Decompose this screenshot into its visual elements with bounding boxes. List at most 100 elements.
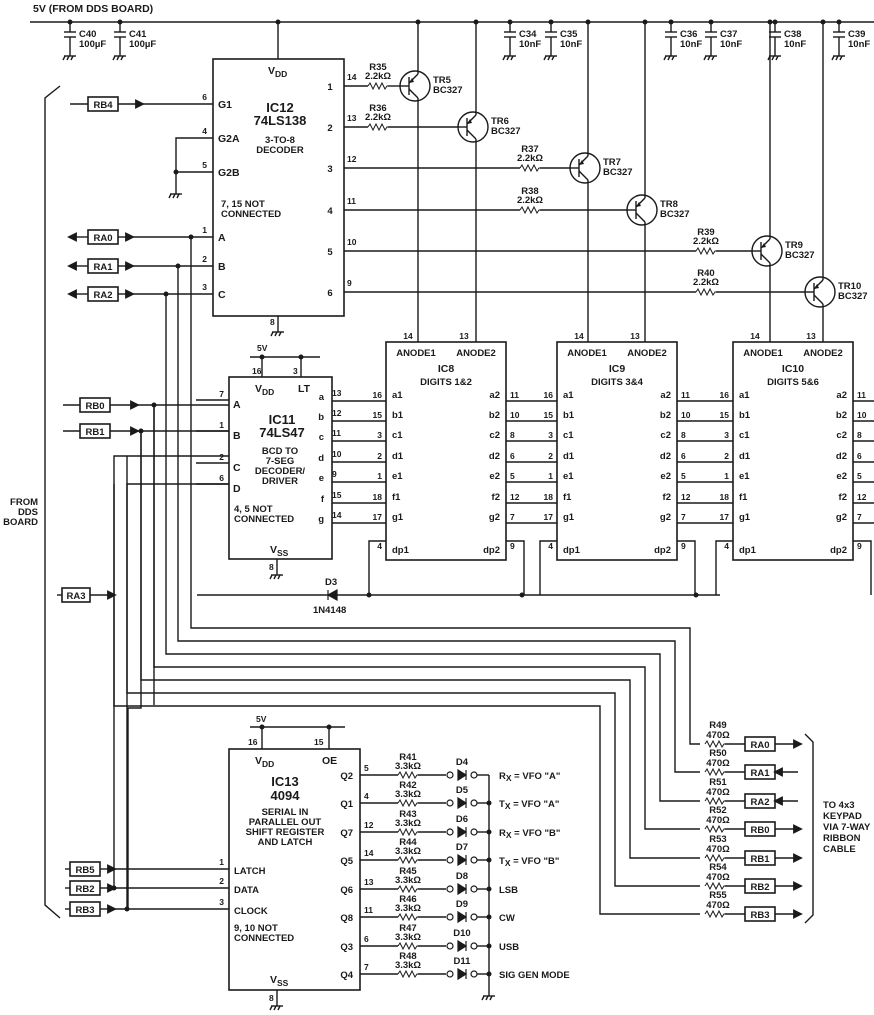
pin-number: 3 xyxy=(202,282,207,292)
led-function: SIG GEN MODE xyxy=(499,970,570,981)
transistor-part: BC327 xyxy=(838,291,868,302)
output-name: Q8 xyxy=(340,913,353,924)
emitter-arrow xyxy=(579,160,584,165)
output-name: Q2 xyxy=(340,771,353,782)
pin-name: DATA xyxy=(234,885,259,896)
led-terminal xyxy=(446,828,454,836)
resistor-ref: R41 xyxy=(399,752,417,763)
display-body xyxy=(732,341,854,561)
svg-text:IC11: IC11 xyxy=(269,412,296,427)
pin-number: 7 xyxy=(681,512,686,522)
output-name: Q3 xyxy=(340,942,353,953)
pin-number: 8 xyxy=(857,430,862,440)
svg-text:D3: D3 xyxy=(325,577,337,588)
pin-name: G2B xyxy=(218,167,240,179)
junction-dot xyxy=(642,19,648,25)
pin-number: 8 xyxy=(510,430,515,440)
transistor-part: BC327 xyxy=(433,85,463,96)
wire xyxy=(113,455,229,700)
transistor-ref: TR7 xyxy=(603,157,621,168)
resistor-ref: R42 xyxy=(399,780,416,791)
svg-text:DECODER: DECODER xyxy=(256,145,304,156)
resistor-value: 3.3kΩ xyxy=(395,789,421,800)
pin-number: 3 xyxy=(548,430,553,440)
resistor-ref: R38 xyxy=(521,186,538,197)
pin-number: 9 xyxy=(681,541,686,551)
segment-pin: f2 xyxy=(492,492,500,503)
resistor-ref: R51 xyxy=(709,777,727,788)
decoupling-capacitors: C40100µFC41100µFC3410nFC3510nFC3610nFC37… xyxy=(62,19,870,61)
led-terminal xyxy=(446,771,454,779)
capacitor-ref: C35 xyxy=(560,29,578,40)
led-icon xyxy=(457,853,468,867)
pin-number: 14 xyxy=(364,848,374,858)
led-ref: D4 xyxy=(456,757,469,768)
resistor-value: 470Ω xyxy=(706,787,730,798)
port-label: RB1 xyxy=(85,427,105,438)
segment-pin: e2 xyxy=(489,471,500,482)
pin-number: 17 xyxy=(373,512,383,522)
resistor-icon xyxy=(519,164,541,172)
pin-number: 16 xyxy=(373,390,383,400)
svg-text:SERIAL IN: SERIAL IN xyxy=(262,807,309,818)
segment-name: g xyxy=(318,514,324,525)
resistor-ref: R54 xyxy=(709,862,727,873)
pin-number: 6 xyxy=(510,451,515,461)
port-label: RB3 xyxy=(75,905,94,916)
collector xyxy=(813,294,824,305)
capacitor-ref: C41 xyxy=(129,29,147,40)
dp1-wire xyxy=(539,540,557,595)
pin-number: 4 xyxy=(364,791,369,801)
emitter-arrow xyxy=(409,78,414,83)
supply-title: 5V (FROM DDS BOARD) xyxy=(33,3,153,15)
svg-text:RA3: RA3 xyxy=(66,591,85,602)
resistor-icon xyxy=(367,123,389,131)
pin-number: 13 xyxy=(364,877,374,887)
segment-pin: b1 xyxy=(563,410,575,421)
resistor-icon xyxy=(704,768,726,776)
pin-number: 5 xyxy=(857,471,862,481)
resistor-value: 3.3kΩ xyxy=(395,932,421,943)
pin-number: 17 xyxy=(720,512,730,522)
led-icon xyxy=(457,796,468,810)
pin-name: B xyxy=(233,430,241,442)
ground-icon xyxy=(481,989,496,1001)
capacitor-ref: C34 xyxy=(519,29,537,40)
svg-text:16: 16 xyxy=(252,366,262,376)
resistor-ref: R36 xyxy=(369,103,386,114)
pin-number: 12 xyxy=(681,492,691,502)
svg-text:OE: OE xyxy=(322,755,337,767)
svg-text:PARALLEL OUT: PARALLEL OUT xyxy=(249,817,322,828)
transistor-part: BC327 xyxy=(785,250,815,261)
display-ref: IC9 xyxy=(609,363,626,375)
pin-name: G1 xyxy=(218,99,232,111)
segment-pin: dp1 xyxy=(739,545,757,556)
pin-number: 6 xyxy=(364,934,369,944)
segment-pin: c1 xyxy=(563,430,574,441)
segment-pin: e1 xyxy=(392,471,403,482)
resistor-icon xyxy=(397,913,419,921)
pin-name: B xyxy=(218,261,226,273)
resistor-value: 470Ω xyxy=(706,844,730,855)
resistor-ref: R43 xyxy=(399,809,416,820)
pin-number: 13 xyxy=(459,331,469,341)
pin-number: 3 xyxy=(219,897,224,907)
resistor-icon xyxy=(397,885,419,893)
resistor-ref: R40 xyxy=(697,268,714,279)
led-terminal xyxy=(470,828,478,836)
transistor-ref: TR8 xyxy=(660,199,678,210)
dp1-wire xyxy=(715,540,733,595)
pin-number: 10 xyxy=(681,410,691,420)
pin-number: 5 xyxy=(327,247,333,258)
segment-pin: e2 xyxy=(836,471,847,482)
svg-text:DECODER/: DECODER/ xyxy=(255,466,306,477)
capacitor-ref: C36 xyxy=(680,29,697,40)
